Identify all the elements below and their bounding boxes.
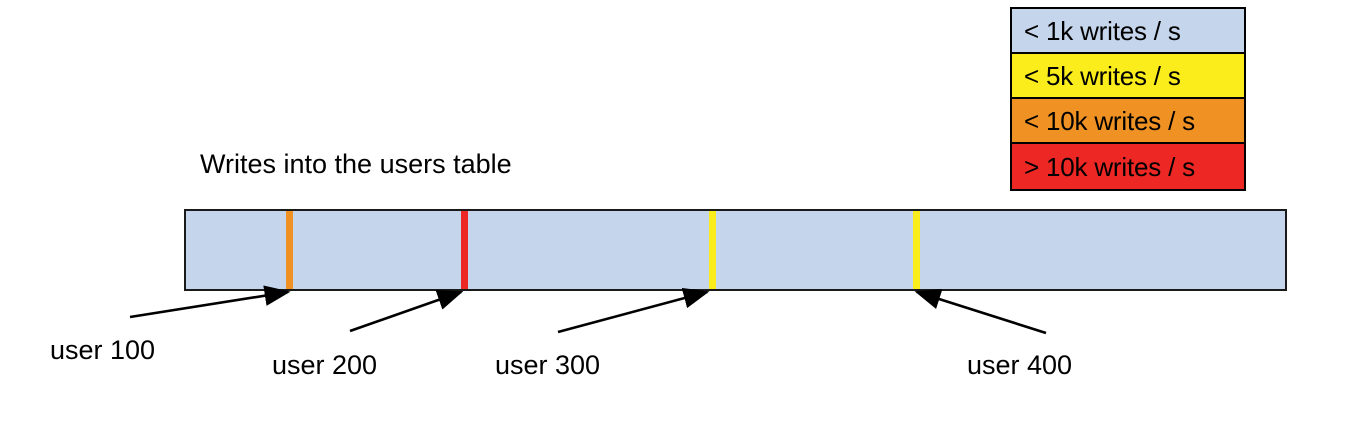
marker-stripe-user-100: [286, 211, 293, 289]
legend-item-label: < 5k writes / s: [1024, 60, 1181, 91]
legend-item-label: > 10k writes / s: [1024, 151, 1195, 182]
callout-label-user-300: user 300: [495, 350, 601, 380]
marker-stripe-user-300: [709, 211, 716, 289]
legend: < 1k writes / s < 5k writes / s < 10k wr…: [1010, 7, 1246, 191]
marker-stripe-user-400: [913, 211, 920, 289]
callout-label-user-100: user 100: [50, 335, 156, 365]
legend-item-under-10k: < 10k writes / s: [1012, 99, 1244, 144]
legend-item-label: < 10k writes / s: [1024, 105, 1195, 136]
marker-stripe-user-200: [461, 211, 468, 289]
legend-item-under-1k: < 1k writes / s: [1012, 9, 1244, 54]
arrow-user-200: [349, 289, 464, 333]
callout-label-user-200: user 200: [272, 350, 378, 380]
arrow-user-300: [557, 288, 710, 334]
arrow-user-100: [129, 285, 291, 319]
legend-item-under-5k: < 5k writes / s: [1012, 54, 1244, 99]
users-table-band: [184, 209, 1287, 291]
callout-label-user-400: user 400: [967, 350, 1073, 380]
legend-item-over-10k: > 10k writes / s: [1012, 144, 1244, 189]
chart-title: Writes into the users table: [200, 149, 512, 179]
arrow-user-400: [914, 289, 1047, 335]
legend-item-label: < 1k writes / s: [1024, 15, 1181, 46]
